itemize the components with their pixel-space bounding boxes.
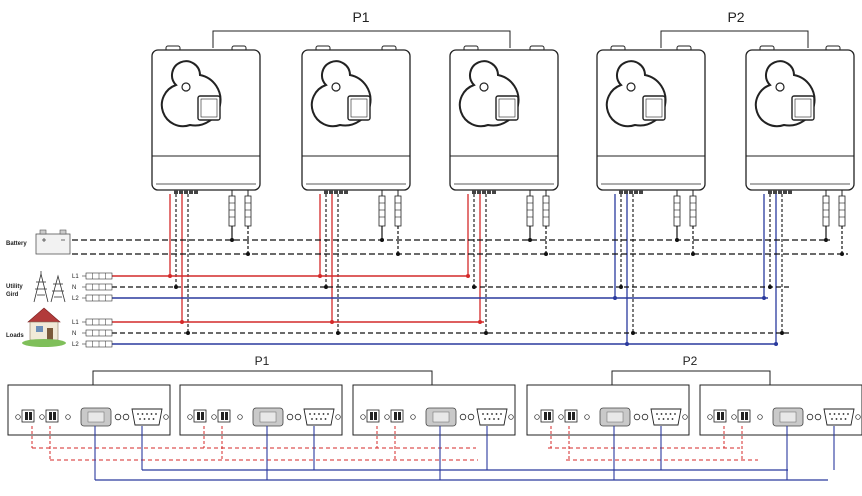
battery-legend: Battery [6,229,71,255]
top-group-label-p1: P1 [352,9,369,25]
dc-fuse [542,195,550,227]
transmission-tower-icon [33,271,66,303]
terminal-block [85,329,113,337]
bottom-group-label-p2: P2 [683,354,698,368]
phase-label: L1 [72,274,79,280]
inverter-unit [449,45,559,335]
lcd-screen [642,95,666,121]
inverter-unit [745,45,855,346]
comm-panel [526,384,690,436]
db9-port [823,408,855,426]
phase-label: N [72,285,76,291]
dc-fuse [244,195,252,227]
phase-label: L2 [72,296,79,302]
comm-panel [699,384,862,436]
comm-panel [352,384,516,436]
inverter-unit [301,45,411,335]
dc-fuse [673,195,681,227]
db9-port [303,408,335,426]
dc-fuse [526,195,534,227]
bottom-group-brackets [92,370,771,385]
inverter-unit [151,45,261,335]
dc-fuse [838,195,846,227]
utility-label-line1: Utility [6,284,23,290]
dc-fuse [228,195,236,227]
terminal-block [85,283,113,291]
bottom-group-label-p1: P1 [255,354,270,368]
bus-lines [72,239,848,345]
loads-legend: Loads [6,307,66,347]
lcd-screen [347,95,371,121]
comm-wiring [32,447,828,481]
utility-label-line2: Gird [6,292,19,298]
loads-label: Loads [6,333,24,339]
phase-label: N [72,331,76,337]
battery-label: Battery [6,241,27,247]
dc-fuse [689,195,697,227]
lcd-screen [791,95,815,121]
top-group-label-p2: P2 [727,9,744,25]
terminal-block [85,294,113,302]
inverter-unit [596,45,706,346]
comm-panels [7,384,862,436]
db9-port [131,408,163,426]
top-group-brackets [212,30,809,48]
dc-fuse [822,195,830,227]
lcd-screen [495,95,519,121]
comm-panel [179,384,343,436]
comm-panel [7,384,171,436]
utility-grid-legend: Utility Gird [6,271,66,303]
house-icon [22,307,66,347]
db9-port [476,408,508,426]
battery-icon [35,229,71,255]
terminal-block [85,340,113,348]
terminal-block [85,318,113,326]
dc-fuse [378,195,386,227]
comm-drops [31,426,835,480]
phase-label: L2 [72,342,79,348]
phase-label: L1 [72,320,79,326]
terminal-block [85,272,113,280]
db9-port [650,408,682,426]
lcd-screen [197,95,221,121]
dc-fuse [394,195,402,227]
inverter-units [151,45,855,346]
